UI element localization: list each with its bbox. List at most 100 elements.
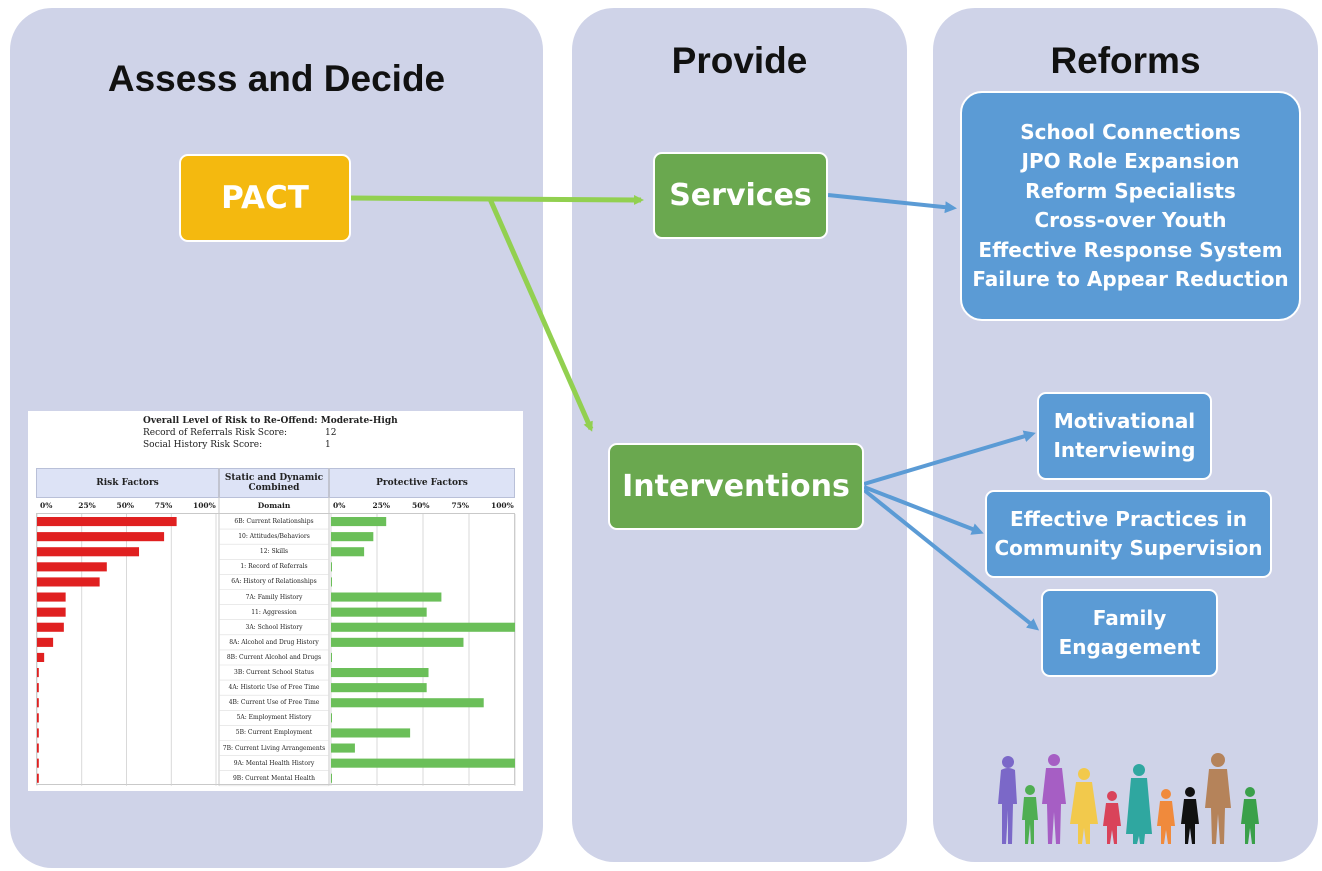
motivational-label-line2: Interviewing (1053, 438, 1196, 462)
scale-tick-label: 75% (154, 501, 173, 510)
domain-label: 7A: Family History (245, 593, 303, 601)
domain-label: 7B: Current Living Arrangements (222, 744, 326, 752)
reform-item: School Connections (1020, 119, 1241, 144)
protective-bar (331, 683, 427, 693)
domain-label: 1: Record of Referrals (240, 563, 308, 571)
social-score-label: Social History Risk Score: (143, 440, 263, 450)
protective-bar (331, 743, 355, 753)
risk-bar (37, 637, 54, 647)
person-icon (1205, 753, 1231, 844)
scale-tick-label: 0% (40, 501, 53, 510)
assess-decide-title: Assess and Decide (107, 58, 446, 99)
protective-bar (331, 532, 374, 542)
pact-box: PACT (179, 154, 351, 242)
pact-label: PACT (221, 180, 309, 216)
provide-title: Provide (671, 40, 808, 81)
report-grid (36, 513, 515, 785)
domain-label: 12: Skills (259, 548, 289, 556)
interventions-box: Interventions (608, 443, 864, 530)
scale-tick-label: 100% (491, 501, 514, 510)
risk-bar (37, 698, 39, 708)
protective-bar (331, 698, 484, 708)
protective-bar (331, 562, 332, 572)
effective-practices-box: Effective Practices in Community Supervi… (985, 490, 1272, 578)
family-label-line1: Family (1092, 606, 1167, 630)
risk-bar (37, 622, 64, 632)
risk-bar (37, 668, 39, 678)
person-icon (1070, 768, 1098, 844)
risk-bar (37, 743, 39, 753)
protective-bar (331, 592, 442, 602)
interventions-label: Interventions (622, 469, 850, 504)
scale-tick-label: 50% (116, 501, 135, 510)
domain-label: 5B: Current Employment (235, 729, 313, 737)
domain-label: 4A: Historic Use of Free Time (228, 684, 320, 692)
protective-bar (331, 668, 429, 678)
risk-bar (37, 532, 165, 542)
person-icon (1181, 787, 1199, 844)
protective-bar (331, 773, 332, 783)
protective-bar (331, 713, 332, 723)
person-icon (1042, 754, 1066, 844)
domain-label: 8B: Current Alcohol and Drugs (226, 653, 322, 661)
domain-label: 5A: Employment History (236, 714, 312, 722)
scale-tick-label: 25% (372, 501, 391, 510)
pact-risk-report: Overall Level of Risk to Re-Offend: Mode… (28, 411, 523, 791)
social-score-value: 1 (325, 440, 331, 450)
services-label: Services (669, 178, 812, 213)
scale-tick-label: 25% (78, 501, 96, 510)
protective-bar (331, 728, 411, 738)
person-icon (1241, 787, 1259, 844)
protective-bar (331, 637, 464, 647)
family-label-line2: Engagement (1058, 635, 1201, 659)
domain-label: 10: Attitudes/Behaviors (238, 533, 310, 541)
domain-label: 9B: Current Mental Health (232, 774, 315, 782)
protective-bar (331, 607, 427, 617)
domain-column-label: Domain (257, 501, 291, 510)
scale-tick-label: 100% (193, 501, 216, 510)
risk-bar (37, 758, 39, 768)
risk-bar (37, 547, 140, 557)
protective-scale: 0%25%50%75%100% (333, 501, 514, 513)
risk-bar (37, 652, 45, 662)
reform-item: Failure to Appear Reduction (972, 267, 1289, 291)
motivational-interviewing-box: Motivational Interviewing (1037, 392, 1212, 480)
risk-bar (37, 562, 107, 572)
protective-factors-header: Protective Factors (329, 468, 515, 498)
effective-practices-line1: Effective Practices in (1010, 507, 1247, 531)
risk-bar (37, 728, 39, 738)
person-icon (998, 756, 1017, 844)
family-engagement-box: Family Engagement (1041, 589, 1218, 677)
person-icon (1103, 791, 1121, 844)
family-silhouettes-illustration (998, 753, 1259, 844)
person-icon (1022, 785, 1038, 844)
reform-item: Cross-over Youth (1034, 208, 1227, 232)
report-summary: Overall Level of Risk to Re-Offend: Mode… (143, 415, 398, 451)
scale-tick-label: 50% (412, 501, 430, 510)
referrals-score-label: Record of Referrals Risk Score: (143, 428, 288, 438)
motivational-label-line1: Motivational (1053, 409, 1196, 433)
risk-bar (37, 517, 177, 527)
domain-label: 4B: Current Use of Free Time (228, 699, 320, 707)
person-icon (1157, 789, 1175, 844)
services-box: Services (653, 152, 828, 239)
overall-risk-value: Moderate-High (320, 416, 398, 426)
protective-bar (331, 547, 365, 557)
reforms-list-box: School Connections JPO Role Expansion Re… (960, 91, 1301, 321)
domain-label: 6B: Current Relationships (234, 518, 314, 525)
person-icon (1126, 764, 1152, 844)
domain-label: 9A: Mental Health History (233, 759, 315, 767)
protective-bar (331, 577, 332, 587)
scale-tick-label: 0% (333, 501, 346, 510)
domain-label: 11: Aggression (251, 608, 297, 616)
domain-label: 3B: Current School Status (234, 669, 314, 676)
protective-bar (331, 517, 387, 527)
reform-item: Reform Specialists (1025, 178, 1236, 203)
effective-practices-line2: Community Supervision (994, 536, 1263, 560)
risk-protective-chart (36, 468, 516, 787)
reforms-title: Reforms (1050, 40, 1201, 81)
risk-bar (37, 713, 39, 723)
risk-bar (37, 607, 66, 617)
risk-scale: 0% 25% 50% 75% 100% (40, 501, 216, 513)
domain-label: 8A: Alcohol and Drug History (229, 638, 319, 646)
